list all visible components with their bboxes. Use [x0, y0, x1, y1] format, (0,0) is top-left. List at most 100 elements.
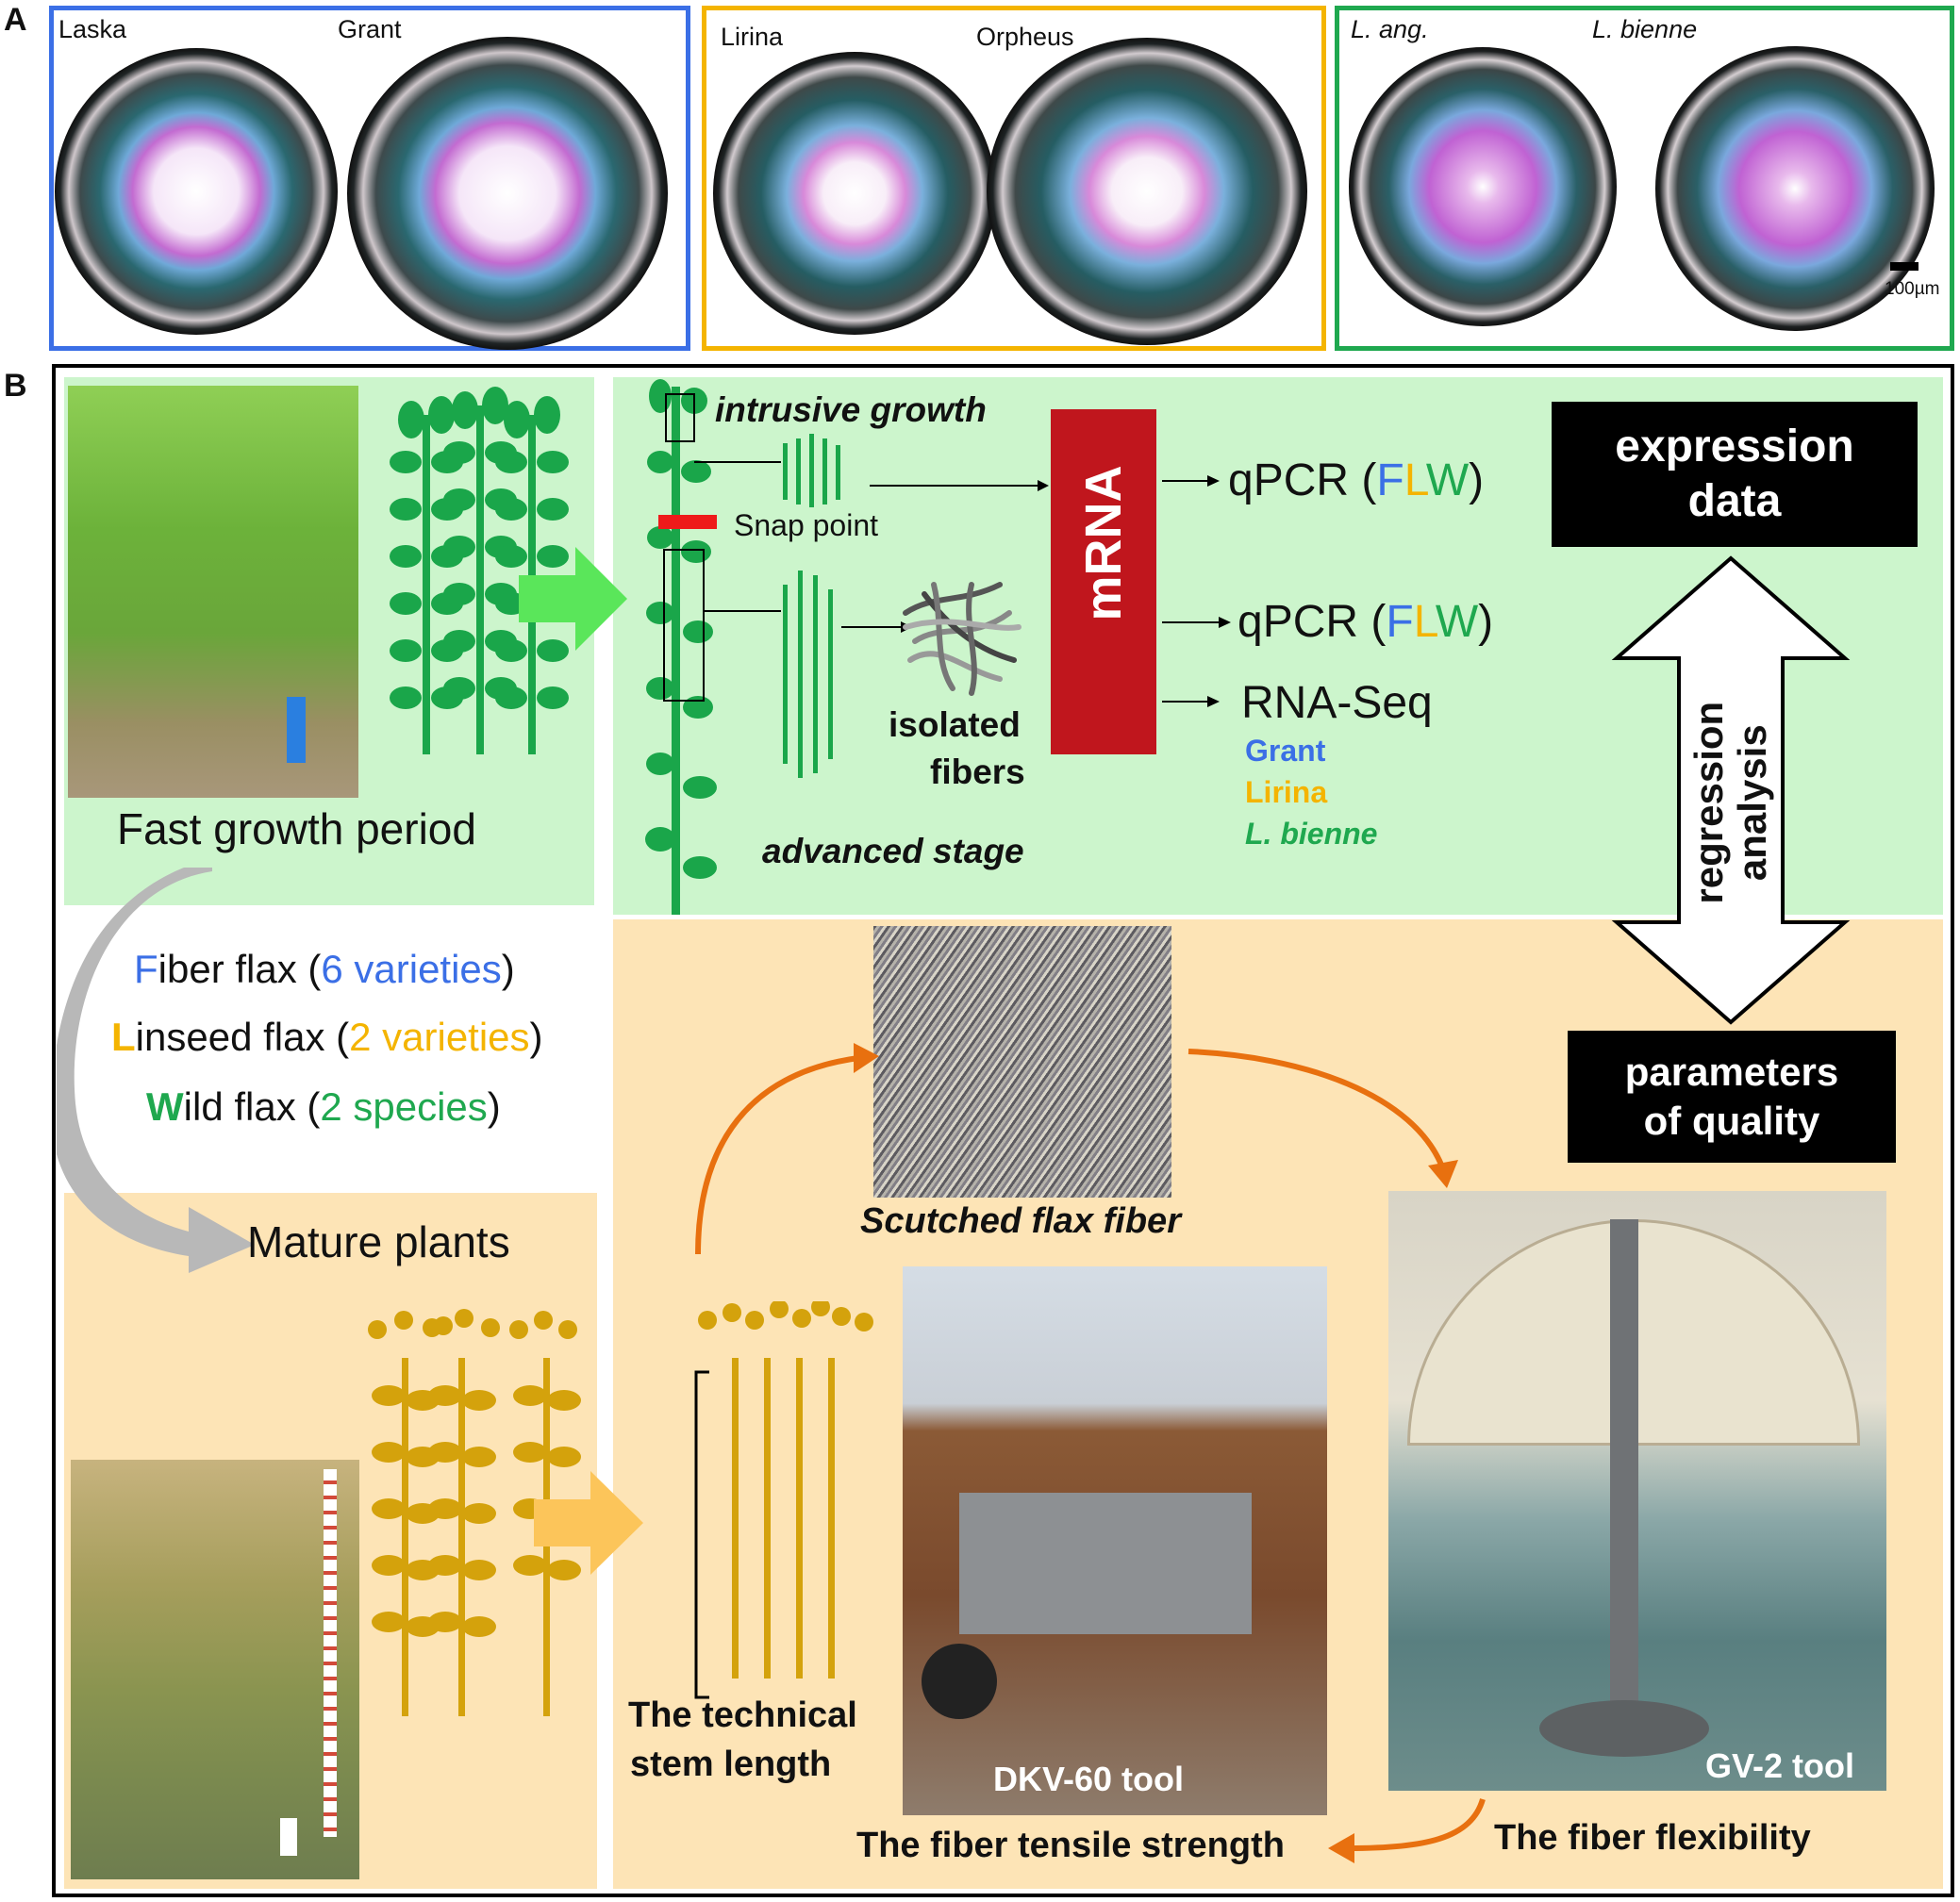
- snap-point-label: Snap point: [734, 508, 879, 542]
- rnaseq-label: RNA-Seq: [1241, 678, 1433, 728]
- expression-data-box: expression data: [1552, 402, 1918, 547]
- label-lirina: Lirina: [721, 23, 784, 51]
- variety-fiber-close: ): [501, 947, 515, 991]
- technical-length-bracket: [694, 1370, 709, 1699]
- scutched-fiber-label: Scutched flax fiber: [860, 1201, 1181, 1241]
- qpcr-line-1: qPCR (FLW): [1228, 455, 1484, 506]
- gv2-stand: [1610, 1219, 1638, 1710]
- cross-section-laska: [55, 48, 338, 335]
- cross-section-grant: [347, 37, 668, 350]
- dkv60-plate: [959, 1493, 1252, 1634]
- green-plant-leaves: [390, 387, 569, 709]
- label-laska: Laska: [58, 15, 127, 43]
- single-green-stem: [672, 387, 680, 915]
- advanced-stage-label: advanced stage: [762, 832, 1024, 870]
- qpcr-l-1: L: [1404, 455, 1426, 505]
- orange-arrow-to-gv2: [1188, 1049, 1446, 1171]
- field-photo-mature: [71, 1460, 359, 1879]
- intrusive-growth-box: [665, 393, 695, 442]
- snap-point-marker: [658, 515, 717, 529]
- mrna-label: mRNA: [1075, 465, 1132, 621]
- technical-length-label-1: The technical: [628, 1695, 857, 1735]
- fiber-bundle-long: [783, 571, 833, 778]
- orange-arrows: [695, 1043, 1486, 1863]
- gv2-label: GV-2 tool: [1705, 1746, 1855, 1785]
- flexibility-label: The fiber flexibility: [1494, 1818, 1811, 1858]
- cross-section-lirina: [713, 52, 996, 335]
- variety-fiber-rest: iber flax (: [158, 947, 322, 991]
- qpcr-f-1: F: [1376, 455, 1404, 505]
- variety-wild-flax: Wild flax (2 species): [146, 1084, 501, 1130]
- fast-growth-label: Fast growth period: [117, 804, 476, 853]
- regression-label: regression analysis: [1686, 694, 1774, 911]
- variety-linseed-count: 2 varieties: [349, 1015, 530, 1059]
- fiber-bundle-short: [783, 434, 840, 507]
- label-grant: Grant: [338, 15, 402, 43]
- scutched-fiber-photo: [873, 926, 1171, 1198]
- qpcr-w-1: W: [1425, 455, 1470, 505]
- isolated-fibers-tangle: [903, 582, 1022, 696]
- panel-a-group-wild-frame: [1335, 6, 1954, 351]
- isolated-label-1: isolated: [889, 705, 1021, 744]
- expression-data-line-1: expression: [1615, 422, 1854, 472]
- regression-line-1: regression: [1686, 701, 1731, 904]
- technical-length-label-2: stem length: [630, 1745, 832, 1784]
- regression-line-2: analysis: [1730, 724, 1774, 882]
- panel-a-letter: A: [4, 2, 27, 38]
- parameters-line-1: parameters: [1624, 1049, 1839, 1094]
- measuring-staff: [324, 1469, 337, 1837]
- parameters-of-quality-box: parameters of quality: [1568, 1031, 1896, 1163]
- variety-fiber-count: 6 varieties: [321, 947, 502, 991]
- qpcr-line-2: qPCR (FLW): [1237, 596, 1493, 648]
- stem-cross-sections: [55, 37, 1935, 350]
- qpcr-w-2: W: [1435, 597, 1479, 647]
- variety-wild-initial: W: [146, 1084, 184, 1129]
- qpcr-prefix-2: qPCR (: [1237, 597, 1387, 647]
- green-arrow: [519, 547, 627, 651]
- field-marker-blue: [287, 697, 306, 763]
- rnaseq-sample-grant: Grant: [1245, 734, 1326, 768]
- panel-a-group-fiber-frame: [49, 6, 690, 351]
- mature-plants-label: Mature plants: [247, 1217, 510, 1266]
- qpcr-suffix-1: ): [1469, 455, 1485, 505]
- field-photo-fast-growth: [68, 386, 358, 798]
- label-l-ang: L. ang.: [1351, 15, 1429, 43]
- advanced-stage-box: [663, 549, 705, 702]
- variety-linseed-flax: Linseed flax (2 varieties): [111, 1015, 543, 1060]
- scale-bar: [1890, 262, 1918, 271]
- gold-plants-group: [368, 1301, 873, 1716]
- dkv60-wheel: [922, 1644, 997, 1719]
- parameters-line-2: of quality: [1643, 1099, 1820, 1143]
- cross-section-l-bienne: [1655, 46, 1935, 331]
- field-marker-white: [280, 1818, 297, 1856]
- technical-stem-icon: [698, 1301, 873, 1679]
- variety-linseed-rest: inseed flax (: [135, 1015, 350, 1059]
- intrusive-growth-label: intrusive growth: [715, 390, 987, 429]
- qpcr-prefix-1: qPCR (: [1228, 455, 1377, 505]
- rnaseq-sample-l-bienne: L. bienne: [1245, 817, 1378, 851]
- cross-section-orpheus: [987, 38, 1307, 345]
- variety-fiber-flax: Fiber flax (6 varieties): [134, 947, 515, 992]
- variety-wild-rest: ild flax (: [183, 1084, 321, 1129]
- gold-arrow: [534, 1471, 643, 1575]
- orange-arrow-to-scutched: [695, 1055, 859, 1255]
- label-l-bienne: L. bienne: [1592, 15, 1698, 43]
- variety-linseed-close: ): [529, 1015, 543, 1059]
- isolated-label-2: fibers: [930, 753, 1025, 791]
- qpcr-l-2: L: [1413, 597, 1436, 647]
- variety-wild-count: 2 species: [320, 1084, 488, 1129]
- orange-arrow-to-tensile: [1348, 1798, 1486, 1851]
- regression-double-arrow: [1611, 555, 1851, 1025]
- panel-b-letter: B: [4, 368, 27, 404]
- variety-linseed-initial: L: [111, 1015, 136, 1059]
- dkv60-label: DKV-60 tool: [993, 1760, 1185, 1798]
- qpcr-f-2: F: [1386, 597, 1414, 647]
- panel-a-group-linseed-frame: [702, 6, 1326, 351]
- mrna-box: [1051, 409, 1156, 754]
- expression-data-line-2: data: [1687, 476, 1782, 526]
- tensile-strength-label: The fiber tensile strength: [856, 1826, 1285, 1865]
- variety-wild-close: ): [487, 1084, 501, 1129]
- scale-bar-label: 100µm: [1885, 279, 1940, 299]
- qpcr-suffix-2: ): [1478, 597, 1494, 647]
- gv2-base: [1539, 1700, 1709, 1757]
